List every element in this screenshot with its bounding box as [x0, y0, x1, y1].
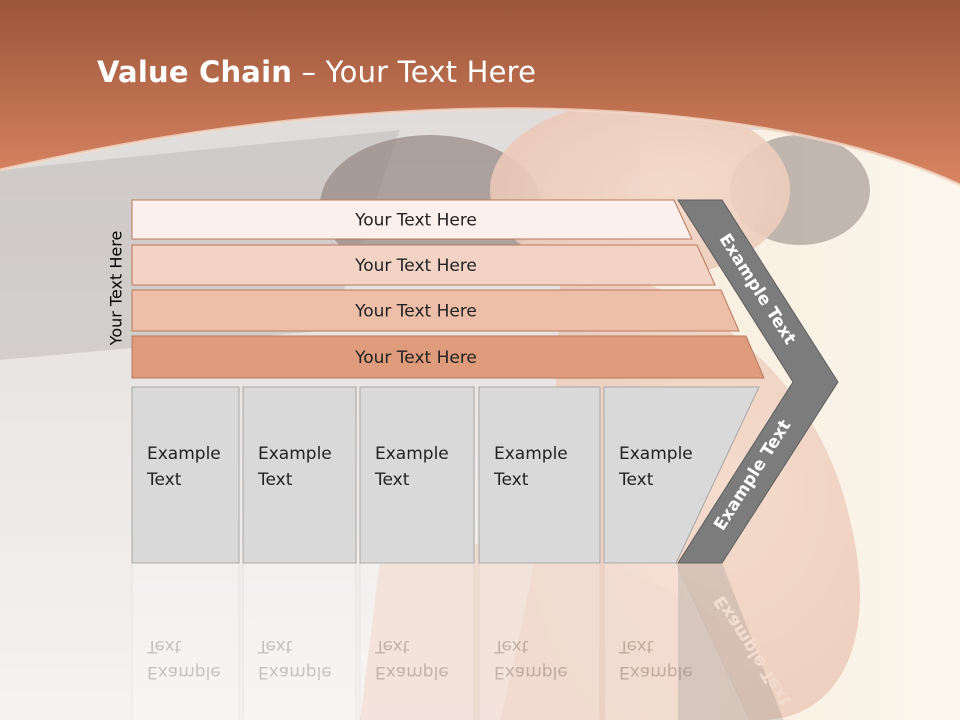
chevron-shape	[677, 199, 839, 564]
value-column-label-line2: Text	[374, 470, 410, 490]
value-column-reflection-line2: Text	[493, 636, 529, 656]
title-bold: Value Chain	[97, 55, 293, 89]
value-bar: Your Text Here	[131, 289, 740, 332]
value-bar-shape	[131, 199, 693, 240]
value-bar: Your Text Here	[131, 335, 765, 379]
value-column-reflection: Example Text	[131, 562, 240, 720]
chevron-reflection-shape	[678, 563, 784, 720]
value-column-shape	[603, 386, 760, 564]
value-column-reflection-line2: Text	[257, 636, 293, 656]
chevron-reflection: Example Text	[678, 563, 795, 720]
value-column-label-line1: Example	[375, 444, 449, 464]
value-bar: Your Text Here	[131, 199, 693, 240]
value-column-label-line2: Text	[493, 470, 529, 490]
value-column-reflection-line1: Example	[147, 662, 221, 682]
value-bar-shape	[131, 335, 765, 379]
value-column-label-line1: Example	[147, 444, 221, 464]
value-column-reflection: Example Text	[603, 562, 751, 720]
value-column-label-line2: Text	[146, 470, 182, 490]
value-column-label-line1: Example	[619, 444, 693, 464]
value-column-reflection-line1: Example	[375, 662, 449, 682]
value-bar-shape	[131, 289, 740, 332]
value-bar-label: Your Text Here	[354, 211, 477, 231]
value-column-reflection-shape	[359, 562, 475, 720]
slide-title: Value Chain – Your Text Here	[97, 55, 536, 89]
value-column-reflection-line1: Example	[619, 662, 693, 682]
value-column-shape	[359, 386, 475, 564]
value-column-shape	[131, 386, 240, 564]
value-column-label-line2: Text	[257, 470, 293, 490]
value-column-reflection-shape	[478, 562, 601, 720]
value-column-reflection: Example Text	[242, 562, 357, 720]
value-column-label-line1: Example	[258, 444, 332, 464]
value-column-reflection-shape	[242, 562, 357, 720]
value-column-reflection-line2: Text	[146, 636, 182, 656]
value-column-shape	[242, 386, 357, 564]
value-column-label-line2: Text	[618, 470, 654, 490]
value-bar-label: Your Text Here	[354, 302, 477, 322]
value-column-reflection-line1: Example	[258, 662, 332, 682]
value-bar-label: Your Text Here	[354, 348, 477, 368]
value-column-reflection: Example Text	[359, 562, 475, 720]
value-column-reflection-line2: Text	[618, 636, 654, 656]
value-column-reflection-shape	[131, 562, 240, 720]
title-rest: – Your Text Here	[292, 55, 537, 89]
value-column-reflection: Example Text	[478, 562, 601, 720]
value-bar-shape	[131, 244, 716, 286]
value-bar-label: Your Text Here	[354, 256, 477, 276]
value-bar: Your Text Here	[131, 244, 716, 286]
value-column-reflection-line2: Text	[374, 636, 410, 656]
value-column-label-line1: Example	[494, 444, 568, 464]
value-column-reflection-line1: Example	[494, 662, 568, 682]
value-column-reflection-shape	[603, 562, 751, 720]
value-column-shape	[478, 386, 601, 564]
